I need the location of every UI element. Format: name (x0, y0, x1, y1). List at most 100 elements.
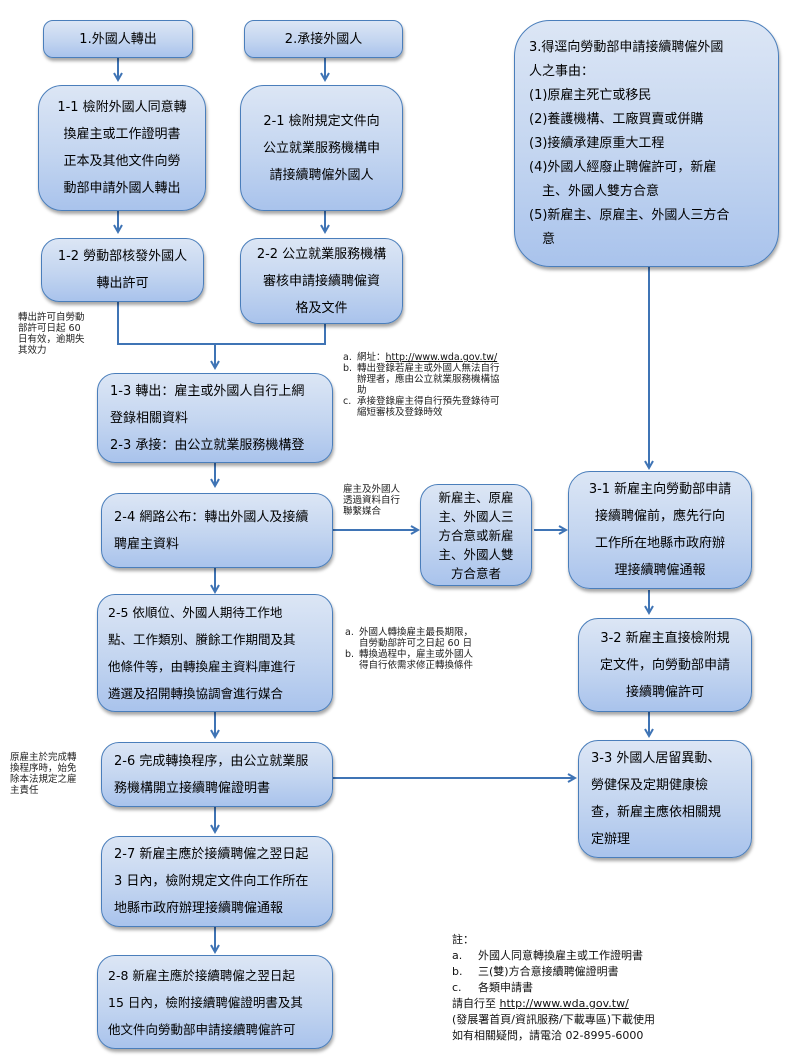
text-line: 格及文件 (295, 300, 348, 316)
step-1-3-2-3-online-registration: 1-3 轉出：雇主或外國人自行上網 登錄相關資料 2-3 承接：由公立就業服務機… (97, 373, 333, 463)
text-line: 2-2 公立就業服務機構 (256, 246, 387, 262)
wda-website-link[interactable]: http://www.wda.gov.tw/ (385, 352, 498, 363)
text-line: 2-3 承接：由公立就業服務機構登 (110, 437, 305, 453)
text-line: 他條件等，由轉換雇主資料庫進行 (108, 659, 296, 674)
reason-item-cont: 意 (529, 231, 556, 247)
note-line: 部許可日起 60 (18, 323, 81, 334)
step-3-3-residence-insurance: 3-3 外國人居留異動、 勞健保及定期健康檢 查，新雇主應依相關規 定辦理 (578, 740, 752, 858)
text-line: 1-3 轉出：雇主或外國人自行上網 (110, 383, 305, 399)
note-line: 換程序時，始免 (10, 763, 77, 774)
step-2-6-issue-certificate: 2-6 完成轉換程序，由公立就業服 務機構開立接續聘僱證明書 (101, 742, 333, 807)
text-line: 主、外國人雙 (438, 546, 514, 562)
text-line: 接續聘僱許可 (625, 684, 704, 700)
text-line: 勞健保及定期健康檢 (591, 778, 709, 793)
step-2-4-online-publication: 2-4 網路公布：轉出外國人及接續 聘雇主資料 (101, 493, 333, 568)
step-label: 1.外國人轉出 (79, 31, 157, 47)
footnote-item: a.外國人同意轉換雇主或工作證明書 (452, 949, 643, 962)
text-line: 理接續聘僱通報 (614, 563, 706, 578)
text-line: 動部申請外國人轉出 (63, 181, 181, 196)
note-line: 透過資料自行 (343, 495, 401, 506)
text-line: 遴選及招開轉換協調會進行媒合 (108, 686, 284, 701)
step-label: 2.承接外國人 (284, 31, 363, 47)
text-line: 2-4 網路公布：轉出外國人及接續 (114, 509, 309, 525)
note-line: 主責任 (10, 785, 39, 796)
text-line: 查，新雇主應依相關規 (591, 805, 722, 820)
text-line: 他文件向勞動部申請接續聘僱許可 (108, 1021, 296, 1037)
contact-phone: 如有相關疑問，請電洽 02-8995-6000 (452, 1029, 644, 1042)
step-1-2-transfer-permit: 1-2 勞動部核發外國人 轉出許可 (41, 238, 204, 302)
footnote-item: c.各類申請書 (452, 981, 533, 994)
merge-line-1-2 (117, 302, 215, 345)
text-line: 正本及其他文件向勞 (63, 154, 181, 169)
note-item: a. 網址：http://www.wda.gov.tw/ (343, 352, 498, 363)
agreement-condition-box: 新雇主、原雇 主、外國人三 方合意或新雇 主、外國人雙 方合意者 (420, 484, 532, 586)
text-line: 定辦理 (591, 832, 631, 847)
note-line: 雇主及外國人 (343, 484, 401, 495)
note-item: b. 轉換過程中，雇主或外國人得自行依需求修正轉換條件 (345, 649, 474, 671)
step-2-1-submit-documents: 2-1 檢附規定文件向 公立就業服務機構申 請接續聘僱外國人 (240, 85, 403, 211)
text-line: 請接續聘僱外國人 (269, 167, 374, 183)
download-link[interactable]: http://www.wda.gov.tw/ (499, 997, 629, 1010)
text-line: 3-1 新雇主向勞動部申請 (588, 482, 732, 497)
text-line: 登錄相關資料 (110, 410, 189, 426)
step-1-1-submit-consent: 1-1 檢附外國人同意轉 換雇主或工作證明書 正本及其他文件向勞 動部申請外國人… (38, 85, 206, 211)
note-item: b. 轉出登錄若雇主或外國人無法自行辦理者，應由公立就業服務機構協助 (343, 363, 500, 396)
download-line: 請自行至 http://www.wda.gov.tw/ (452, 997, 629, 1010)
text-line: 3-3 外國人居留異動、 (591, 751, 721, 766)
text-line: 1-2 勞動部核發外國人 (57, 249, 188, 264)
step-2-take-over-foreigner: 2.承接外國人 (244, 20, 403, 58)
note-line: 聯繫媒合 (343, 506, 382, 517)
note-self-contact: 雇主及外國人 透過資料自行 聯繫媒合 (343, 484, 400, 517)
text-line: 1-1 檢附外國人同意轉 (57, 100, 187, 115)
text-line: 2-5 依順位、外國人期待工作地 (108, 605, 283, 620)
reason-item: (4)外國人經廢止聘僱許可，新雇 (529, 159, 717, 175)
text-line: 審核申請接續聘僱資 (262, 273, 380, 289)
text-line: 轉出許可 (96, 276, 149, 291)
footnote: 註： a.外國人同意轉換雇主或工作證明書 b.三(雙)方合意接續聘僱證明書 c.… (452, 932, 655, 1044)
note-line: 日有效，逾期失 (18, 334, 85, 345)
step-3-1-new-employer-notification: 3-1 新雇主向勞動部申請 接續聘僱前，應先行向 工作所在地縣市政府辦 理接續聘… (568, 471, 752, 589)
text-line: 方合意者 (450, 565, 501, 581)
note-item: a. 外國人轉換雇主最長期限，自勞動部許可之日起 60 日 (345, 627, 474, 649)
text-line: 2-8 新雇主應於接續聘僱之翌日起 (108, 967, 295, 983)
step-1-foreigner-transfer-out: 1.外國人轉出 (43, 20, 193, 58)
text-line: 務機構開立接續聘僱證明書 (114, 780, 271, 796)
note-line: 轉出許可自勞動 (18, 312, 85, 323)
text-line: 3 日內，檢附規定文件向工作所在 (114, 874, 309, 889)
reasons-title-line: 人之事由： (529, 63, 595, 79)
reason-item: (5)新雇主、原雇主、外國人三方合 (529, 207, 730, 223)
text-line: 換雇主或工作證明書 (63, 127, 181, 142)
footnote-item: b.三(雙)方合意接續聘僱證明書 (452, 965, 619, 978)
reasons-title-line: 3.得逕向勞動部申請接續聘僱外國 (529, 39, 724, 55)
note-item: c. 承接登錄雇主得自行預先登錄待可縮短審核及登錄時效 (343, 396, 500, 418)
text-line: 主、外國人三 (438, 508, 514, 524)
text-line: 點、工作類別、賸餘工作期間及其 (108, 632, 296, 647)
text-line: 新雇主、原雇 (438, 489, 514, 505)
text-line: 2-6 完成轉換程序，由公立就業服 (114, 753, 309, 769)
note-transfer-period: a. 外國人轉換雇主最長期限，自勞動部許可之日起 60 日 b. 轉換過程中，雇… (345, 627, 545, 671)
download-path: (發展署首頁/資訊服務/下載專區)下載使用 (452, 1013, 655, 1026)
text-line: 3-2 新雇主直接檢附規 (600, 630, 730, 646)
text-line: 接續聘僱前，應先行向 (594, 509, 725, 524)
text-line: 方合意或新雇 (438, 527, 514, 543)
reason-item: (2)養護機構、工廠買賣或併購 (529, 111, 704, 127)
footnote-title: 註： (452, 933, 474, 946)
step-2-5-matching: 2-5 依順位、外國人期待工作地 點、工作類別、賸餘工作期間及其 他條件等，由轉… (97, 594, 333, 712)
step-2-8-apply-permit: 2-8 新雇主應於接續聘僱之翌日起 15 日內，檢附接續聘僱證明書及其 他文件向… (97, 955, 333, 1049)
text-line: 定文件，向勞動部申請 (599, 657, 730, 673)
text-line: 公立就業服務機構申 (262, 140, 380, 156)
text-line: 2-7 新雇主應於接續聘僱之翌日起 (114, 847, 309, 862)
note-registration: a. 網址：http://www.wda.gov.tw/ b. 轉出登錄若雇主或… (343, 352, 543, 418)
text-line: 聘雇主資料 (114, 536, 180, 552)
reason-item: (3)接續承建原重大工程 (529, 135, 665, 151)
note-line: 其效力 (18, 345, 47, 356)
step-2-7-local-notification: 2-7 新雇主應於接續聘僱之翌日起 3 日內，檢附規定文件向工作所在 地縣市政府… (101, 836, 333, 927)
text-line: 地縣市政府辦理接續聘僱通報 (114, 901, 284, 916)
note-permit-validity: 轉出許可自勞動 部許可日起 60 日有效，逾期失 其效力 (18, 312, 85, 356)
note-line: 原雇主於完成轉 (10, 752, 77, 763)
step-3-2-direct-application: 3-2 新雇主直接檢附規 定文件，向勞動部申請 接續聘僱許可 (578, 618, 752, 712)
step-3-direct-application-reasons: 3.得逕向勞動部申請接續聘僱外國 人之事由： (1)原雇主死亡或移民 (2)養護… (514, 20, 779, 267)
note-employer-liability: 原雇主於完成轉 換程序時，始免 除本法規定之雇 主責任 (10, 752, 77, 796)
text-line: 工作所在地縣市政府辦 (594, 536, 725, 551)
text-line: 2-1 檢附規定文件向 (263, 113, 380, 129)
